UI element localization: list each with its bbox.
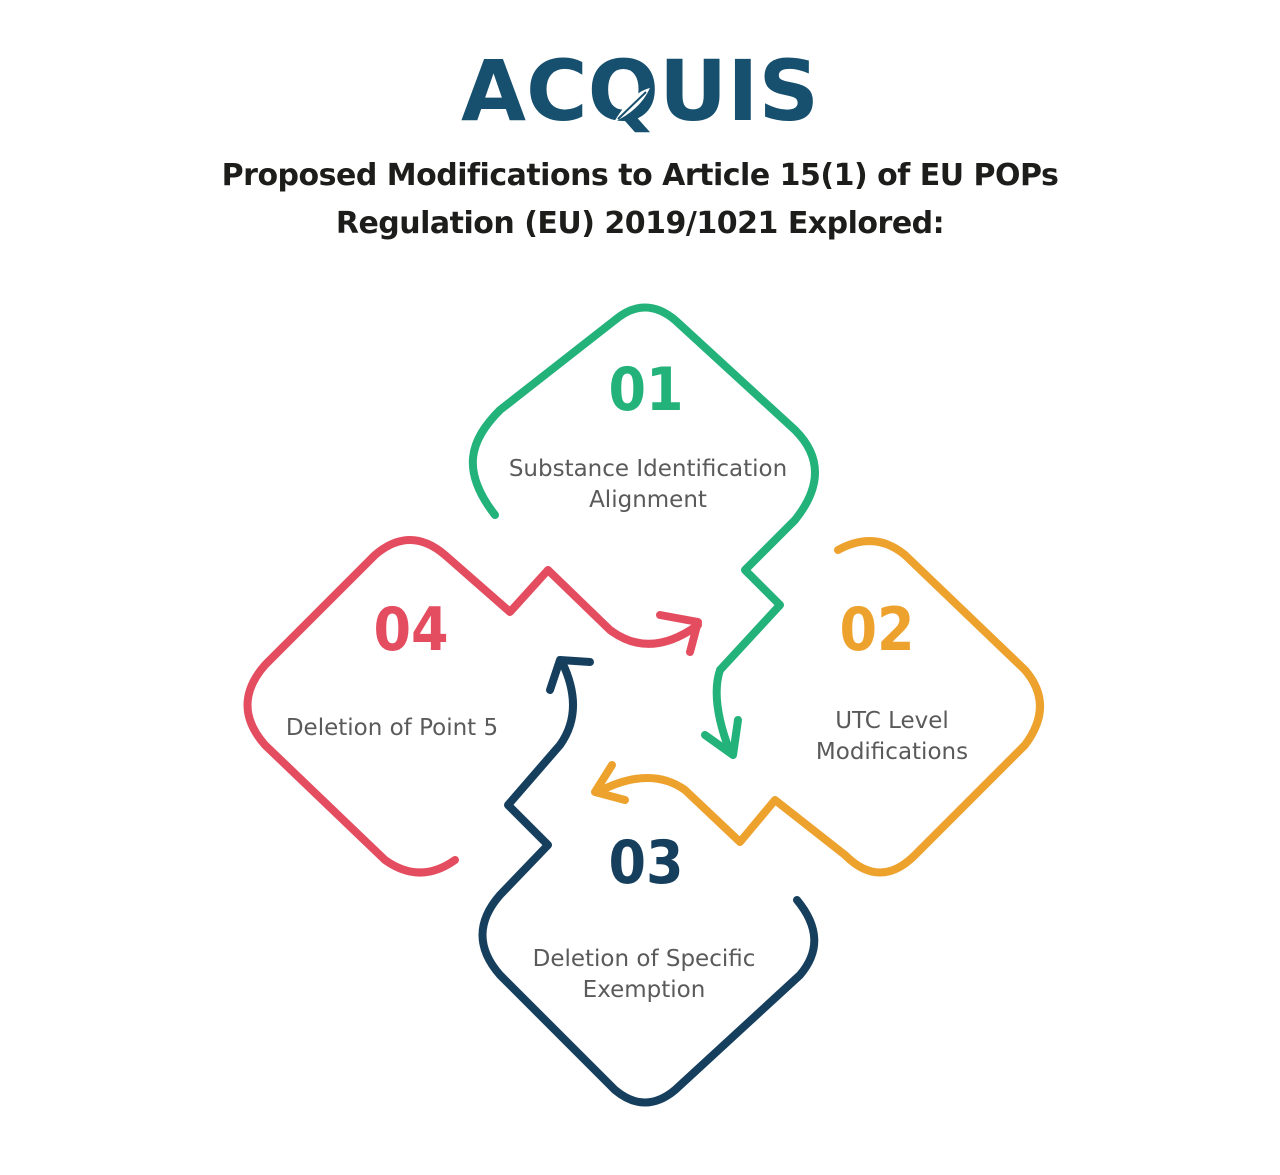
step-01-loop	[468, 303, 819, 756]
acquis-logo: ACQUIS	[461, 42, 819, 140]
arrowhead-01	[701, 716, 742, 759]
step-01-label-line-2: Alignment	[589, 487, 707, 513]
arrowhead-02	[591, 761, 629, 804]
step-02-label-line-2: Modifications	[816, 739, 968, 765]
step-03-label-line-1: Deletion of Specific	[533, 946, 756, 972]
title-line-1: Proposed Modifications to Article 15(1) …	[221, 158, 1059, 193]
step-03-number: 03	[608, 828, 683, 898]
step-03-label-line-2: Exemption	[583, 977, 706, 1003]
page-title: Proposed Modifications to Article 15(1) …	[0, 152, 1280, 248]
step-01-number: 01	[608, 355, 683, 425]
step-03-loop	[478, 658, 819, 1107]
step-04-loop	[243, 536, 702, 877]
arrowhead-04	[656, 611, 702, 656]
step-02-loop	[594, 537, 1044, 877]
step-04-number: 04	[373, 595, 448, 665]
step-04-label: Deletion of Point 5	[286, 715, 498, 741]
step-02-number: 02	[839, 595, 914, 665]
leaf-icon	[614, 88, 650, 122]
title-line-2: Regulation (EU) 2019/1021 Explored:	[335, 206, 945, 241]
step-02-label-line-1: UTC Level	[835, 708, 949, 734]
step-01-label-line-1: Substance Identification	[509, 456, 787, 482]
arrowhead-03	[546, 656, 594, 694]
logo-text: ACQUIS	[461, 42, 819, 140]
